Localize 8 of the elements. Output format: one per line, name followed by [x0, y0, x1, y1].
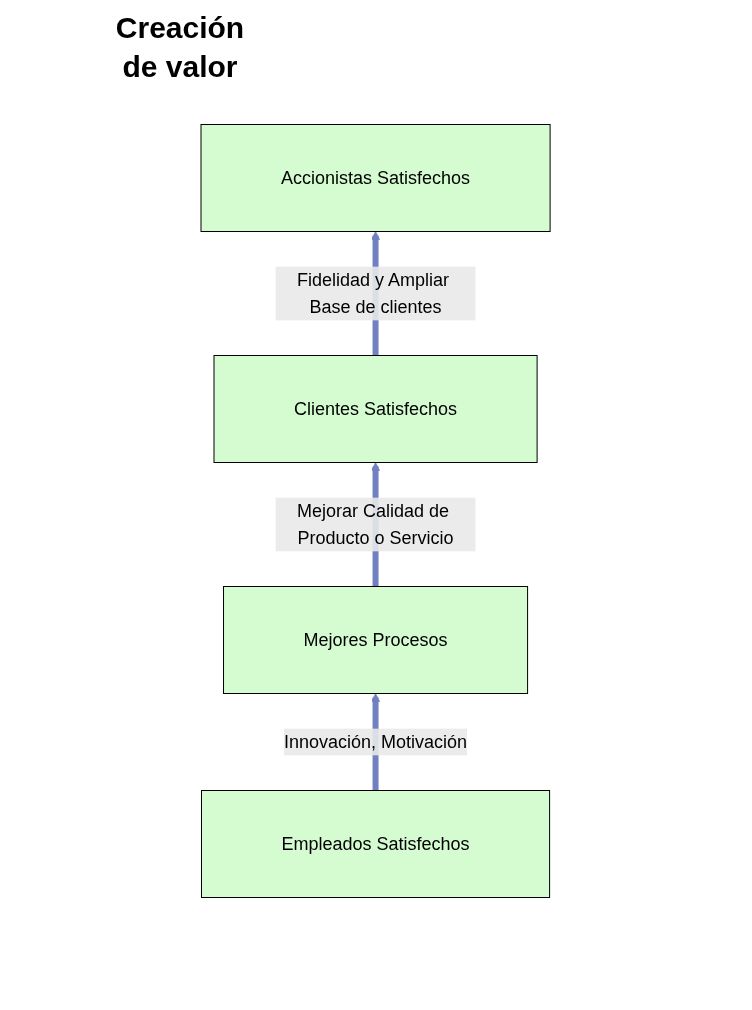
- node-box: Accionistas Satisfechos: [200, 124, 552, 232]
- edge-label: Fidelidad y Ampliar Base de clientes: [297, 269, 450, 317]
- node-box: Mejores Procesos: [223, 586, 529, 694]
- heading-text: Creación de valor: [114, 10, 246, 85]
- node-box: Empleados Satisfechos: [201, 790, 551, 898]
- edge-label: Innovación, Motivación: [284, 731, 468, 752]
- node-box: Clientes Satisfechos: [213, 355, 539, 463]
- edge-label: Mejorar Calidad de Producto o Servicio: [297, 500, 455, 548]
